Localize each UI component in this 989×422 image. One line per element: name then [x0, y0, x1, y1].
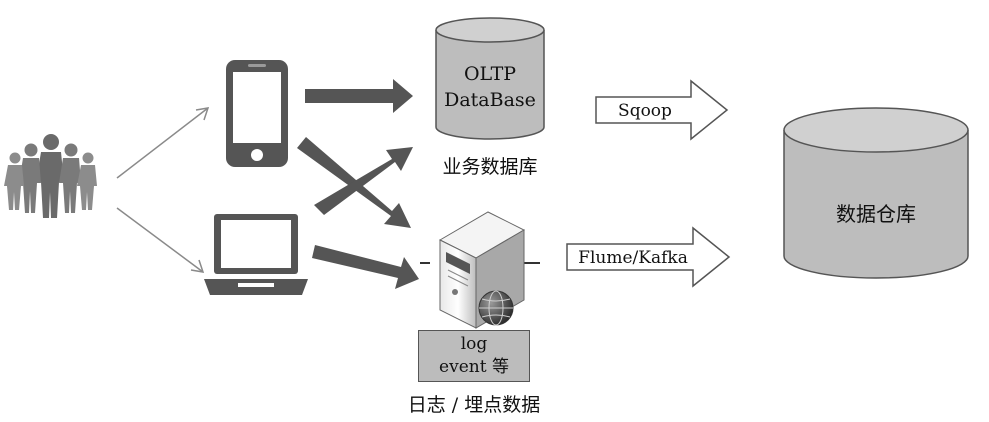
warehouse-cylinder	[783, 107, 969, 279]
log-event-box: log event 等	[418, 330, 530, 382]
warehouse-label: 数据仓库	[836, 202, 916, 226]
users-icon	[4, 134, 97, 218]
laptop-to-oltp-arrow	[314, 147, 413, 215]
flume-kafka-label: Flume/Kafka	[578, 248, 688, 268]
oltp-line2: DataBase	[444, 88, 536, 111]
log-line1: log	[460, 334, 488, 354]
phone-to-oltp-arrow	[305, 79, 413, 113]
laptop-icon	[204, 214, 308, 295]
laptop-to-log-arrow	[312, 245, 419, 289]
oltp-label: OLTP DataBase	[436, 62, 544, 113]
log-line2: event 等	[439, 357, 509, 377]
oltp-line1: OLTP	[463, 63, 517, 85]
log-caption: 日志 / 埋点数据	[407, 394, 541, 416]
user-to-laptop-arrow	[116, 207, 205, 273]
oltp-caption: 业务数据库	[442, 156, 538, 178]
globe-icon	[478, 290, 514, 326]
sqoop-arrow	[595, 79, 729, 141]
smartphone-icon	[226, 60, 288, 167]
user-to-phone-arrow	[116, 107, 210, 179]
sqoop-label: Sqoop	[618, 101, 672, 121]
flume-kafka-arrow	[566, 226, 731, 288]
database-icon	[435, 17, 545, 140]
